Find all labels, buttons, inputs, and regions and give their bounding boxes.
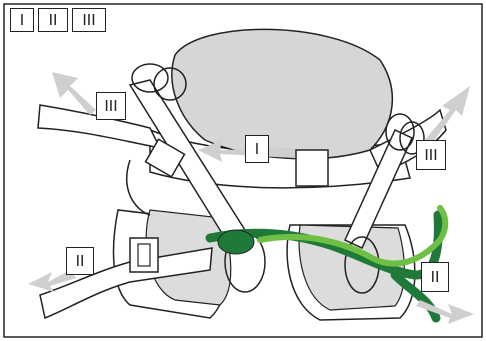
ring-right-a: [385, 113, 415, 151]
leg-buckle-left: [129, 237, 159, 273]
label-step-2-left: II: [66, 247, 94, 275]
label-step-1: I: [245, 135, 269, 163]
label-step-3-left: III: [96, 92, 126, 120]
belt-buckle-right: [295, 149, 329, 187]
frame-border: [3, 3, 483, 338]
label-step-3-right: III: [416, 140, 446, 170]
left-loop-line: [126, 159, 151, 216]
arrow-up-right: [418, 86, 470, 152]
arrow-up-left: [52, 72, 96, 115]
back-pad: [171, 28, 393, 160]
arrow-down-left: [28, 270, 76, 292]
legend-step-3: III: [72, 8, 106, 32]
right-diagonal-strap: [344, 128, 413, 250]
rope-tail: [390, 270, 441, 323]
step-legend: I II III: [10, 8, 106, 32]
label-step-2-right: II: [421, 262, 449, 292]
rope-dark: [205, 210, 443, 280]
legend-step-2: II: [38, 8, 68, 32]
strap-buckle-left: [144, 138, 186, 178]
rope-knot: [217, 229, 255, 255]
left-leg-strap: [39, 247, 213, 320]
arrow-down-right: [416, 300, 474, 324]
ring-top-a: [131, 63, 169, 93]
legend-step-1: I: [10, 8, 34, 32]
ring-right-b: [399, 121, 425, 155]
rope-light: [257, 205, 449, 267]
ring-top-b: [153, 67, 187, 101]
